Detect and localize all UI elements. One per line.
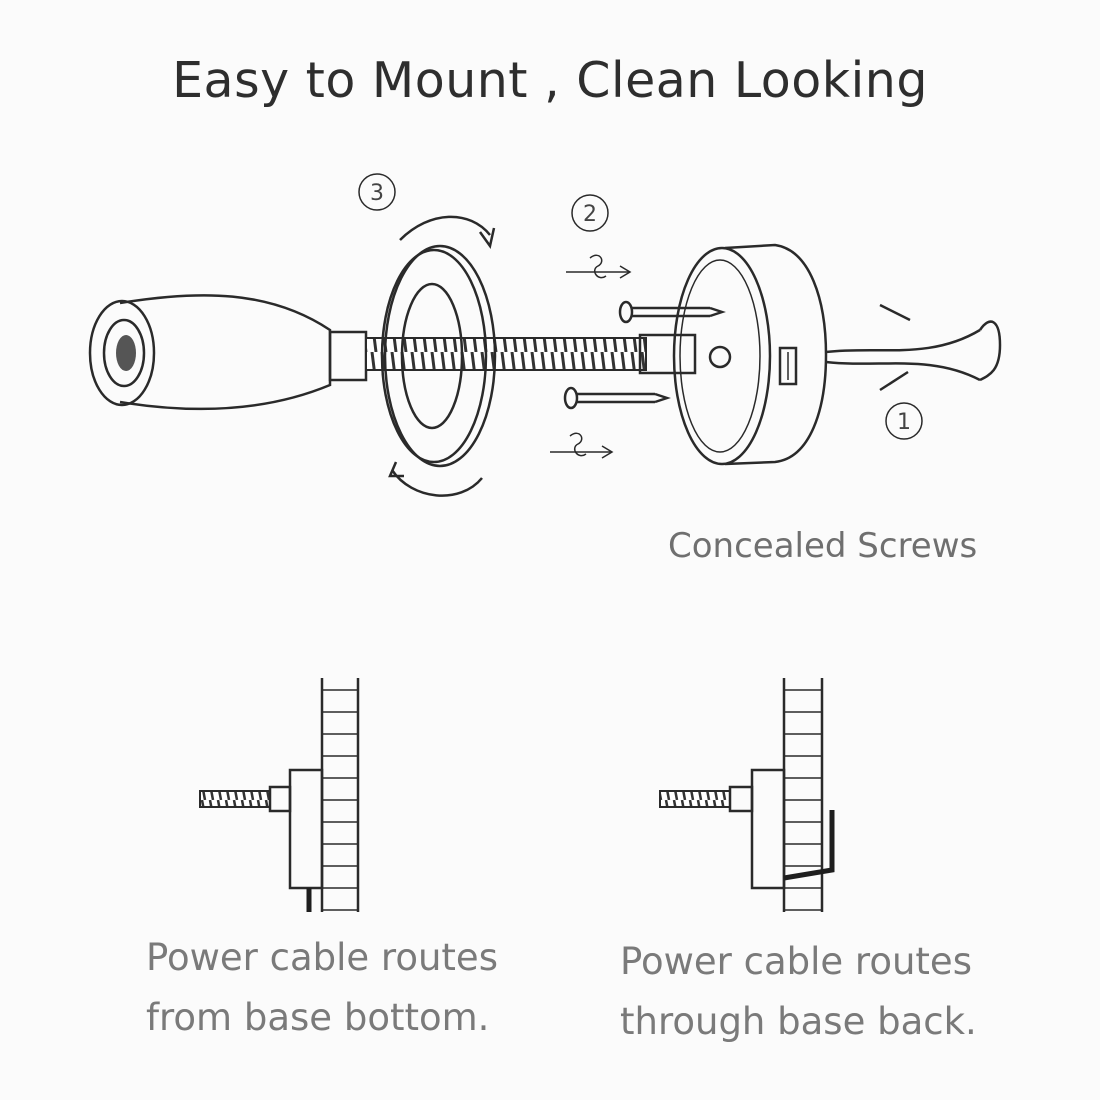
- decorative-ring: [380, 244, 497, 468]
- caption-left-line1: Power cable routes: [146, 936, 498, 979]
- lamp-head: [88, 294, 368, 411]
- caption-left: Power cable routes from base bottom.: [146, 928, 498, 1048]
- wall-left-bricks: [322, 689, 358, 911]
- cable-right: [783, 810, 835, 881]
- svg-text:1: 1: [897, 410, 911, 435]
- concealed-screws-label: Concealed Screws: [668, 526, 978, 566]
- page-title: Easy to Mount , Clean Looking: [172, 52, 928, 109]
- rotate-arrow-icon: [388, 215, 496, 497]
- caption-right: Power cable routes through base back.: [620, 932, 977, 1052]
- power-cable: [825, 303, 1002, 392]
- step-1-marker: 1: [885, 402, 923, 440]
- step-3-marker: 3: [358, 173, 396, 211]
- wall-right-bricks: [784, 689, 822, 911]
- arm-left: [199, 790, 271, 808]
- wall-left: [320, 678, 360, 912]
- caption-left-line2: from base bottom.: [146, 996, 490, 1039]
- caption-right-line2: through base back.: [620, 1000, 977, 1043]
- arm-right: [659, 790, 731, 808]
- svg-text:3: 3: [370, 181, 384, 206]
- gooseneck-arm: [365, 337, 647, 371]
- svg-text:2: 2: [583, 202, 597, 227]
- mounting-base: [672, 243, 828, 466]
- screw-arrow-icon: [550, 254, 632, 459]
- caption-right-line1: Power cable routes: [620, 940, 972, 983]
- base-right: [750, 768, 786, 890]
- screw-icon: [563, 300, 726, 410]
- step-2-marker: 2: [571, 194, 609, 232]
- base-left: [288, 768, 324, 890]
